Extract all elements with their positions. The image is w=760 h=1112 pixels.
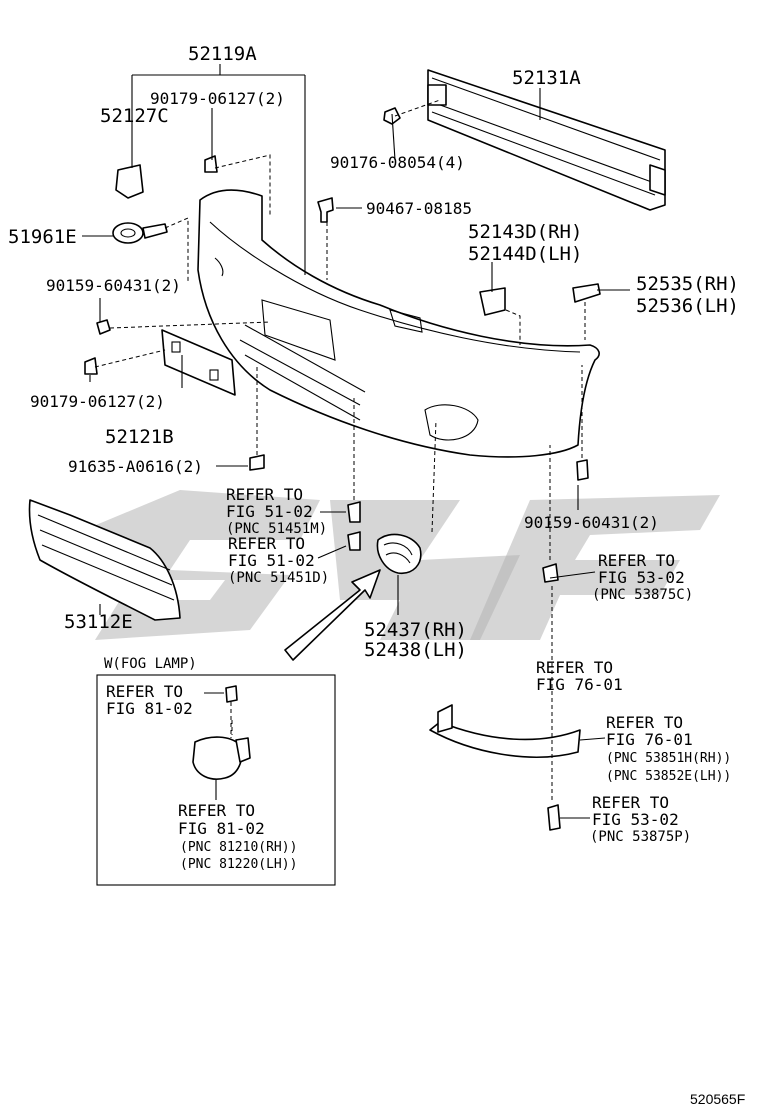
refer-line: REFER TO [592, 793, 669, 812]
refer-line: (PNC 51451M) [226, 521, 327, 537]
lower-spoiler [429, 704, 581, 758]
label-90179-top: 90179-06127(2) [150, 89, 285, 108]
refer-block-51451m: REFER TO FIG 51-02 (PNC 51451M) [226, 485, 327, 537]
towing-eye [112, 222, 168, 244]
refer-line: FIG 76-01 [536, 675, 623, 694]
refer-line: REFER TO [606, 713, 683, 732]
refer-block-53875p: REFER TO FIG 53-02 (PNC 53875P) [590, 793, 691, 845]
front-bumper-cover [197, 189, 600, 458]
refer-line: FIG 53-02 [598, 568, 685, 587]
refer-block-76-01: REFER TO FIG 76-01 (PNC 53851H(RH)) (PNC… [606, 713, 731, 784]
refer-line: REFER TO [226, 485, 303, 504]
refer-line: FIG 81-02 [178, 819, 265, 838]
refer-line: (PNC 53852E(LH)) [606, 769, 731, 784]
grille [28, 499, 181, 621]
refer-line: (PNC 53875P) [590, 829, 691, 845]
label-91635: 91635-A0616(2) [68, 457, 203, 476]
label-90159-right: 90159-60431(2) [524, 513, 659, 532]
refer-line: REFER TO [178, 801, 255, 820]
refer-line: FIG 51-02 [226, 502, 313, 521]
figure-id: 520565F [690, 1091, 745, 1107]
fog-lamp-inset [96, 674, 336, 886]
label-52536: 52536(LH) [636, 295, 739, 317]
label-53112e: 53112E [64, 611, 133, 633]
fog-lamp-cover [284, 533, 422, 661]
label-52127c: 52127C [100, 105, 169, 127]
refer-line: REFER TO [106, 682, 183, 701]
label-52121b: 52121B [105, 426, 174, 448]
cover-piece-52127c [115, 164, 144, 199]
bumper-reinforcement [427, 69, 666, 211]
refer-line: REFER TO [536, 658, 613, 677]
label-52437: 52437(RH) [364, 619, 467, 641]
label-51961e: 51961E [8, 226, 77, 248]
fog-lamp-title: W(FOG LAMP) [104, 656, 197, 672]
refer-block-76-01-top: REFER TO FIG 76-01 [536, 658, 623, 694]
license-bracket [161, 329, 236, 396]
refer-line: FIG 76-01 [606, 730, 693, 749]
refer-line: FIG 53-02 [592, 810, 679, 829]
label-90159-left: 90159-60431(2) [46, 276, 181, 295]
fog-refer-b: REFER TO FIG 81-02 (PNC 81210(RH)) (PNC … [178, 801, 297, 872]
fog-refer-a: REFER TO FIG 81-02 [106, 682, 193, 718]
label-52535: 52535(RH) [636, 273, 739, 295]
refer-block-51451d: REFER TO FIG 51-02 (PNC 51451D) [228, 534, 329, 586]
label-52131a: 52131A [512, 67, 581, 89]
label-90176: 90176-08054(4) [330, 153, 465, 172]
refer-line: (PNC 53875C) [592, 587, 693, 603]
refer-line: REFER TO [598, 551, 675, 570]
assembly-lines [94, 99, 586, 800]
label-52438: 52438(LH) [364, 639, 467, 661]
refer-line: (PNC 53851H(RH)) [606, 751, 731, 766]
refer-line: REFER TO [228, 534, 305, 553]
refer-line: (PNC 51451D) [228, 570, 329, 586]
refer-line: FIG 51-02 [228, 551, 315, 570]
refer-block-53875c: REFER TO FIG 53-02 (PNC 53875C) [592, 551, 693, 603]
label-52144d: 52144D(LH) [468, 243, 582, 265]
refer-line: FIG 81-02 [106, 699, 193, 718]
refer-line: (PNC 81210(RH)) [180, 840, 297, 855]
leader-lines [82, 64, 630, 819]
label-90179-bottom: 90179-06127(2) [30, 392, 165, 411]
label-52119a: 52119A [188, 43, 257, 65]
label-90467: 90467-08185 [366, 199, 472, 218]
refer-line: (PNC 81220(LH)) [180, 857, 297, 872]
label-52143d: 52143D(RH) [468, 221, 582, 243]
